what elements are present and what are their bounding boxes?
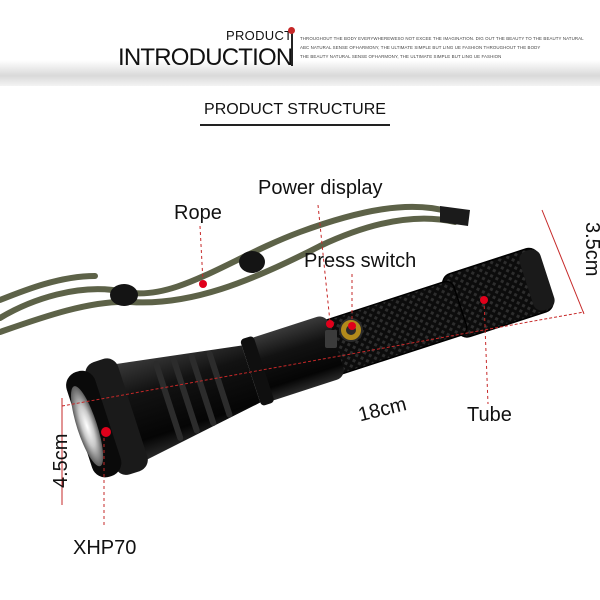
switch-section <box>247 316 344 401</box>
section-title: PRODUCT STRUCTURE <box>204 101 386 118</box>
header-copy-line: THE BEAUTY NATURAL SENSE OFHARMONY, THE … <box>300 54 502 59</box>
header-divider <box>291 30 293 66</box>
callout-tube: Tube <box>467 404 512 426</box>
header-copy-line: ABC NATURAL SENSE OFHARMONY, THE ULTIMAT… <box>300 45 541 50</box>
power-display-indicator <box>325 330 337 348</box>
dimension-tail-label: 3.5cm <box>581 222 600 277</box>
rope-clip <box>440 206 470 226</box>
marker-dots <box>101 280 488 437</box>
cooling-fins <box>153 350 233 441</box>
marker-dot-tube <box>480 296 488 304</box>
switch-ring <box>240 336 274 406</box>
header-copy: THROUGHOUT THE BODY EVERYWHEREWESO NOT E… <box>300 34 584 61</box>
marker-dot-power <box>326 320 334 328</box>
section-underline <box>200 124 390 126</box>
callout-power-display: Power display <box>258 177 383 199</box>
leader-line-power <box>317 204 331 323</box>
callout-rope: Rope <box>174 202 222 224</box>
bezel <box>85 358 148 475</box>
dimension-lines <box>61 204 585 528</box>
header-banner <box>0 0 600 86</box>
rope-bead <box>110 284 138 306</box>
lens <box>70 386 104 467</box>
leader-line-tube <box>483 299 489 405</box>
dimension-line-length <box>61 311 585 407</box>
marker-dot-rope <box>199 280 207 288</box>
header-title: INTRODUCTION <box>118 44 293 71</box>
flashlight <box>66 247 555 478</box>
rope-bead <box>239 251 265 273</box>
marker-dot-press <box>348 322 356 330</box>
rope <box>0 203 458 335</box>
header-accent-dot <box>288 27 295 34</box>
dimension-head-label: 4.5cm <box>50 433 72 488</box>
callout-led: XHP70 <box>73 537 137 559</box>
callout-press-switch: Press switch <box>304 250 417 272</box>
header-title-small: PRODUCT <box>226 28 293 43</box>
marker-dot-led <box>101 427 111 437</box>
flashlight-photo <box>0 203 585 528</box>
dimension-line-tail <box>541 209 585 315</box>
header-copy-line: THROUGHOUT THE BODY EVERYWHEREWESO NOT E… <box>300 36 584 41</box>
